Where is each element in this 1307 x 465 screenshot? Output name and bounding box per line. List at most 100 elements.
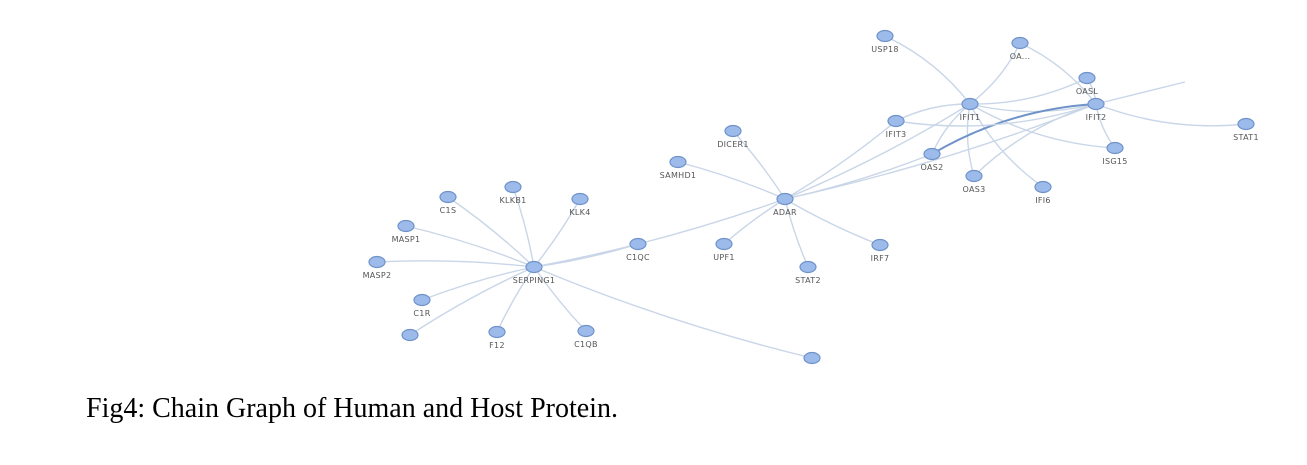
edge-adar-dicer1	[732, 130, 786, 200]
node-masp1[interactable]: MASP1	[392, 219, 421, 245]
node-c1s[interactable]: C1S	[439, 190, 457, 216]
node-edge1[interactable]	[401, 328, 419, 342]
node-label: ISG15	[1102, 157, 1127, 166]
node-circle[interactable]	[776, 192, 794, 206]
edge-ifit3-ifit2	[895, 103, 1097, 127]
node-label: KLK4	[569, 208, 590, 217]
edge-serping1-c1s	[447, 196, 535, 268]
node-ifi6[interactable]: IFI6	[1034, 180, 1052, 206]
edge-ifit2-oas1	[1019, 42, 1097, 105]
node-oas3[interactable]: OAS3	[963, 169, 986, 195]
node-label: ADAR	[773, 208, 797, 217]
node-c1r[interactable]: C1R	[413, 293, 431, 319]
node-circle[interactable]	[1237, 117, 1255, 131]
node-circle[interactable]	[525, 260, 543, 274]
node-label: IFI6	[1035, 196, 1051, 205]
edge-ifit1-ifi6	[969, 103, 1044, 188]
node-usp18[interactable]: USP18	[871, 29, 898, 55]
node-ifit3[interactable]: IFIT3	[886, 114, 907, 140]
node-circle[interactable]	[488, 325, 506, 339]
node-label: MASP1	[392, 235, 421, 244]
node-label: KLKB1	[499, 196, 526, 205]
node-oas1[interactable]: OA...	[1010, 36, 1031, 62]
node-circle[interactable]	[1087, 97, 1105, 111]
node-ifit2[interactable]: IFIT2	[1086, 97, 1107, 123]
edge-ifit1-usp18	[884, 35, 971, 105]
node-klk4[interactable]: KLK4	[569, 192, 590, 218]
edge-adar-ifit1	[784, 103, 971, 200]
node-circle[interactable]	[923, 147, 941, 161]
node-label: IFIT3	[886, 130, 907, 139]
node-circle[interactable]	[571, 192, 589, 206]
node-circle[interactable]	[724, 124, 742, 138]
node-circle[interactable]	[629, 237, 647, 251]
node-circle[interactable]	[799, 260, 817, 274]
edge-serping1-edge2	[533, 266, 813, 359]
node-label: C1QB	[574, 340, 598, 349]
node-serping1[interactable]: SERPING1	[513, 260, 556, 286]
node-oasl[interactable]: OASL	[1076, 71, 1099, 97]
node-upf1[interactable]: UPF1	[713, 237, 735, 263]
edge-ifit2-isg15	[1095, 103, 1116, 149]
node-circle[interactable]	[1011, 36, 1029, 50]
node-circle[interactable]	[803, 351, 821, 365]
node-c1qc[interactable]: C1QC	[626, 237, 650, 263]
node-c1qb[interactable]: C1QB	[574, 324, 598, 350]
node-stat1[interactable]: STAT1	[1233, 117, 1259, 143]
edge-serping1-masp1	[405, 225, 535, 268]
node-label: STAT1	[1233, 133, 1259, 142]
node-circle[interactable]	[961, 97, 979, 111]
node-stat2[interactable]: STAT2	[795, 260, 821, 286]
node-adar[interactable]: ADAR	[773, 192, 797, 218]
node-edge2[interactable]	[803, 351, 821, 365]
edge-ifit1-oas2	[931, 103, 971, 155]
node-label: SERPING1	[513, 276, 556, 285]
edge-adar-ifit3	[784, 120, 897, 200]
node-dicer1[interactable]: DICER1	[717, 124, 749, 150]
edge-ifit1-ifit2	[969, 103, 1097, 113]
edge-ifit2-oas2	[931, 103, 1097, 155]
edge-serping1-masp2	[376, 260, 535, 268]
node-oas2[interactable]: OAS2	[921, 147, 944, 173]
node-f12[interactable]: F12	[488, 325, 506, 351]
node-circle[interactable]	[669, 155, 687, 169]
edge-serping1-klkb1	[512, 186, 535, 268]
node-label: OAS2	[921, 163, 944, 172]
node-circle[interactable]	[876, 29, 894, 43]
node-label: C1QC	[626, 253, 650, 262]
node-klkb1[interactable]: KLKB1	[499, 180, 526, 206]
edge-serping1-edge1	[409, 266, 535, 336]
node-ifit1[interactable]: IFIT1	[960, 97, 981, 123]
node-samhd1[interactable]: SAMHD1	[660, 155, 697, 181]
node-label: IRF7	[871, 254, 890, 263]
node-label: OA...	[1010, 52, 1031, 61]
node-circle[interactable]	[1078, 71, 1096, 85]
node-label: SAMHD1	[660, 171, 697, 180]
node-circle[interactable]	[577, 324, 595, 338]
node-circle[interactable]	[887, 114, 905, 128]
node-label: C1R	[413, 309, 430, 318]
node-circle[interactable]	[397, 219, 415, 233]
edge-adar-oas2	[784, 153, 933, 200]
node-circle[interactable]	[965, 169, 983, 183]
node-irf7[interactable]: IRF7	[871, 238, 890, 264]
edge-adar-samhd1	[677, 161, 786, 200]
node-circle[interactable]	[1106, 141, 1124, 155]
figure-caption: Fig4: Chain Graph of Human and Host Prot…	[86, 393, 618, 424]
node-masp2[interactable]: MASP2	[363, 255, 392, 281]
node-circle[interactable]	[401, 328, 419, 342]
edge-adar-upf1	[723, 198, 786, 245]
edge-offscreen-0	[1095, 81, 1186, 105]
node-circle[interactable]	[368, 255, 386, 269]
node-circle[interactable]	[871, 238, 889, 252]
node-label: OASL	[1076, 87, 1099, 96]
node-circle[interactable]	[413, 293, 431, 307]
node-circle[interactable]	[1034, 180, 1052, 194]
node-circle[interactable]	[439, 190, 457, 204]
node-circle[interactable]	[715, 237, 733, 251]
node-label: USP18	[871, 45, 898, 54]
node-isg15[interactable]: ISG15	[1102, 141, 1127, 167]
node-label: F12	[489, 341, 505, 350]
node-circle[interactable]	[504, 180, 522, 194]
